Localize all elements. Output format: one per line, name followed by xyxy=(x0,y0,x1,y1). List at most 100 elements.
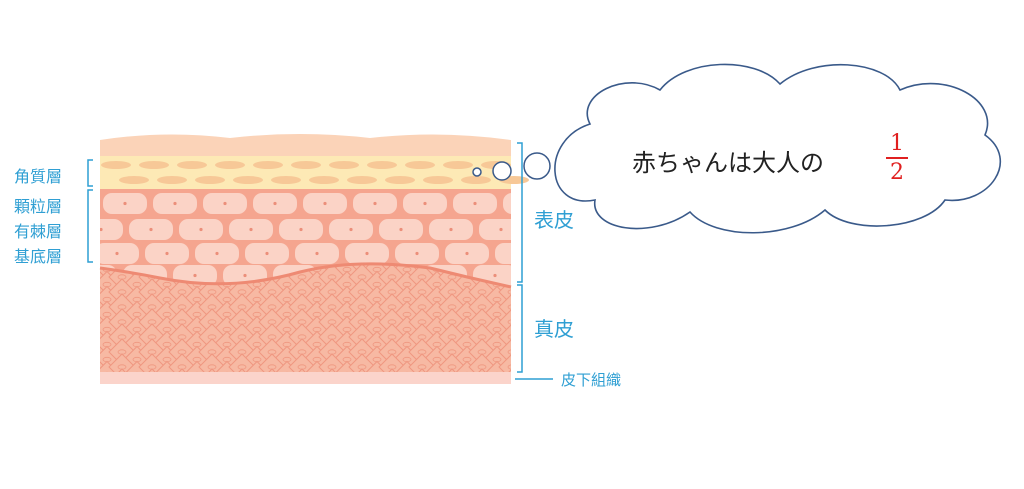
dermis-fiber xyxy=(523,327,531,331)
dermis-diamond xyxy=(138,353,166,372)
cell-nucleus xyxy=(100,227,103,232)
dermis-diamond xyxy=(100,323,106,351)
skin-surface xyxy=(100,134,511,159)
corneum-cell xyxy=(347,176,377,184)
cell-nucleus xyxy=(115,251,119,256)
dermis-fiber xyxy=(133,387,141,391)
cell-nucleus xyxy=(265,251,269,256)
cell-nucleus xyxy=(299,227,303,232)
subcutis-layer xyxy=(100,372,511,384)
dermis-diamond xyxy=(378,353,406,372)
corneum-cell xyxy=(367,161,397,169)
label-epidermis: 表皮 xyxy=(534,208,574,232)
label-dermis: 真皮 xyxy=(534,317,574,341)
dermis-fiber xyxy=(463,387,471,391)
dermis-fiber xyxy=(163,387,171,391)
corneum-cell xyxy=(119,176,149,184)
dermis-fiber xyxy=(88,350,96,354)
dermis-fiber xyxy=(507,349,511,355)
fraction-denominator: 2 xyxy=(890,160,904,185)
dermis-fiber xyxy=(193,387,201,391)
dermis-diamond xyxy=(514,362,540,388)
dermis-fiber xyxy=(313,387,321,391)
cell-nucleus xyxy=(165,251,169,256)
corneum-cell xyxy=(253,161,283,169)
dermis-diamond xyxy=(100,293,106,321)
thought-bubble-medium xyxy=(492,161,512,181)
dermis-fiber xyxy=(523,312,531,316)
fraction-bar xyxy=(886,157,908,159)
corneum-cell xyxy=(101,161,131,169)
cell-nucleus xyxy=(215,251,219,256)
dermis-diamond xyxy=(100,278,106,306)
dermis-fiber xyxy=(523,357,531,361)
corneum-cell xyxy=(461,176,491,184)
cell-nucleus xyxy=(449,227,453,232)
dermis-fiber xyxy=(223,387,231,391)
corneum-cell xyxy=(215,161,245,169)
dermis-fiber xyxy=(507,304,511,310)
cell-nucleus xyxy=(399,227,403,232)
thought-bubble-small xyxy=(472,167,482,177)
basement-membrane-line xyxy=(99,262,512,289)
corneum-cell xyxy=(195,176,225,184)
cell-nucleus xyxy=(423,201,427,206)
epidermis-cell xyxy=(495,243,511,264)
dermis-fiber xyxy=(373,387,381,391)
cell-nucleus xyxy=(315,251,319,256)
corneum-cell xyxy=(271,176,301,184)
cell-nucleus xyxy=(415,251,419,256)
bracket-epidermis xyxy=(517,142,523,283)
dermis-fiber xyxy=(88,320,96,324)
cell-nucleus xyxy=(349,227,353,232)
cell-nucleus xyxy=(465,251,469,256)
label-stratum-granulosum: 顆粒層 xyxy=(14,197,63,216)
corneum-cell xyxy=(157,176,187,184)
dermis-fiber xyxy=(523,297,531,301)
dermis-diamond xyxy=(348,353,376,372)
fraction: 1 2 xyxy=(886,131,908,185)
fraction-numerator: 1 xyxy=(890,131,904,156)
label-stratum-corneum: 角質層 xyxy=(14,167,63,186)
cell-nucleus xyxy=(473,201,477,206)
dermis-fiber xyxy=(523,282,531,286)
dermis-diamond xyxy=(228,353,256,372)
dermis-diamond xyxy=(514,347,540,373)
cell-nucleus xyxy=(515,252,518,255)
dermis-diamond xyxy=(258,353,286,372)
dermis-diamond xyxy=(514,257,540,283)
dermis-diamond xyxy=(498,293,511,321)
dermis-fiber xyxy=(403,387,411,391)
dermis-diamond xyxy=(100,338,106,366)
dermis-diamond xyxy=(288,353,316,372)
dermis-diamond xyxy=(438,353,466,372)
dermis-diamond xyxy=(168,353,196,372)
dermis-fiber xyxy=(493,387,501,391)
dermis-fiber xyxy=(507,289,511,295)
corneum-cell xyxy=(329,161,359,169)
bracket-stratum-corneum xyxy=(87,159,93,187)
corneum-cell xyxy=(309,176,339,184)
thought-bubble-large xyxy=(523,152,551,180)
label-stratum-basale: 基底層 xyxy=(14,247,63,266)
cell-nucleus xyxy=(123,201,127,206)
dermis-fiber xyxy=(88,275,96,279)
corneum-cell xyxy=(139,161,169,169)
dermis-fiber xyxy=(88,290,96,294)
cell-nucleus xyxy=(373,201,377,206)
bracket-living-layers xyxy=(87,189,93,263)
dermis-diamond xyxy=(100,263,106,291)
dermis-fiber xyxy=(523,267,531,271)
dermis-fiber xyxy=(507,364,511,370)
cell-nucleus xyxy=(173,201,177,206)
dermis-diamond xyxy=(318,353,346,372)
corneum-cell xyxy=(443,161,473,169)
stratum-corneum-layer xyxy=(100,156,511,189)
label-subcutaneous-tissue: 皮下組織 xyxy=(561,371,622,389)
cell-nucleus xyxy=(149,227,153,232)
dermis-diamond xyxy=(408,353,436,372)
dermis-fiber xyxy=(88,365,96,369)
cell-nucleus xyxy=(249,227,253,232)
dermis-diamond xyxy=(498,323,511,351)
cell-nucleus xyxy=(323,201,327,206)
